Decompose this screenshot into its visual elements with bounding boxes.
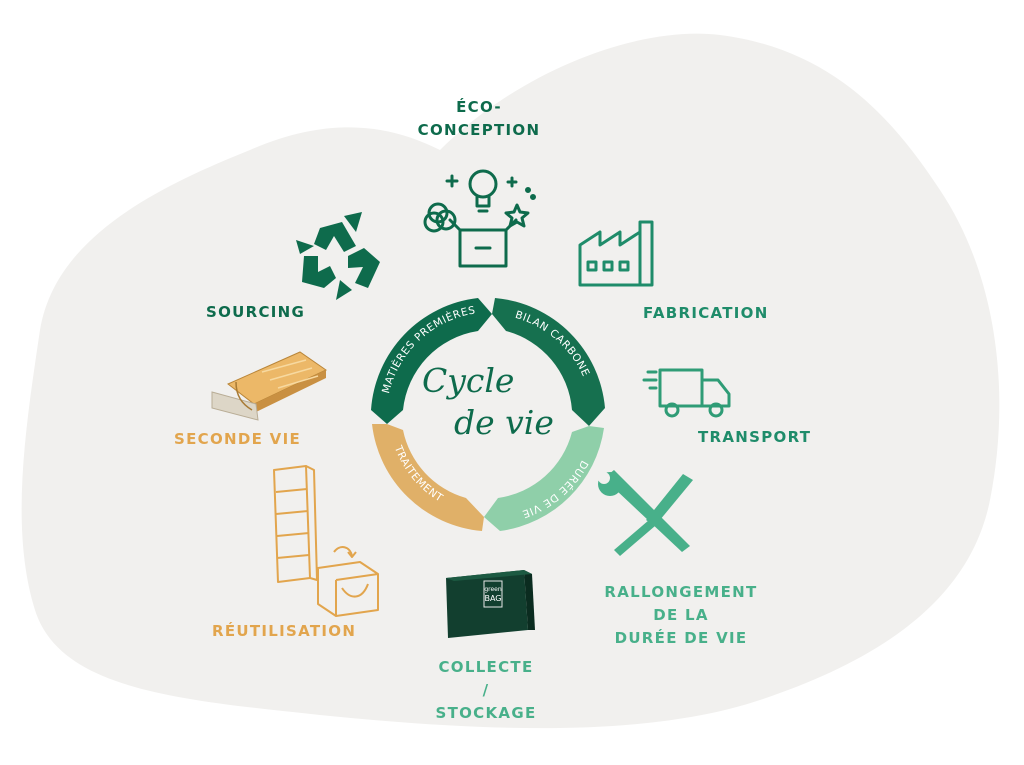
bag-brand-line2: BAG [484,594,501,603]
stage-label-seconde-vie: SECONDE VIE [174,430,302,448]
lightbulb-box-icon [423,169,536,268]
stage-label-reutilisation: RÉUTILISATION [212,622,357,640]
bag-brand-line1: green [484,586,502,593]
center-title-line2: de vie [454,403,554,442]
shelf-box-icon [273,465,379,617]
cardboard-panel-icon [211,351,327,421]
ring-segment-traitement [372,424,484,531]
stage-label-collecte: COLLECTE / STOCKAGE [435,658,537,722]
center-title-line1: Cycle [422,361,515,400]
stage-label-transport: TRANSPORT [698,428,812,446]
background-blob [21,33,1000,729]
stage-label-fabrication: FABRICATION [643,304,769,322]
center-title: Cycle de vie [396,360,586,444]
recycle-icon [296,212,380,300]
stage-label-eco-conception: ÉCO- CONCEPTION [417,98,541,139]
wrench-screwdriver-icon [598,470,693,556]
ring-segment-bilan-carbone [492,298,605,426]
stage-label-rallongement: RALLONGEMENT DE LA DURÉE DE VIE [604,583,758,647]
stage-label-sourcing: SOURCING [206,303,306,321]
storage-bag-icon: green BAG [446,570,535,638]
ring-segment-duree-de-vie [484,426,604,531]
delivery-truck-icon [642,368,731,418]
ring-segment-matieres-premieres [371,298,492,424]
factory-icon [578,220,654,287]
